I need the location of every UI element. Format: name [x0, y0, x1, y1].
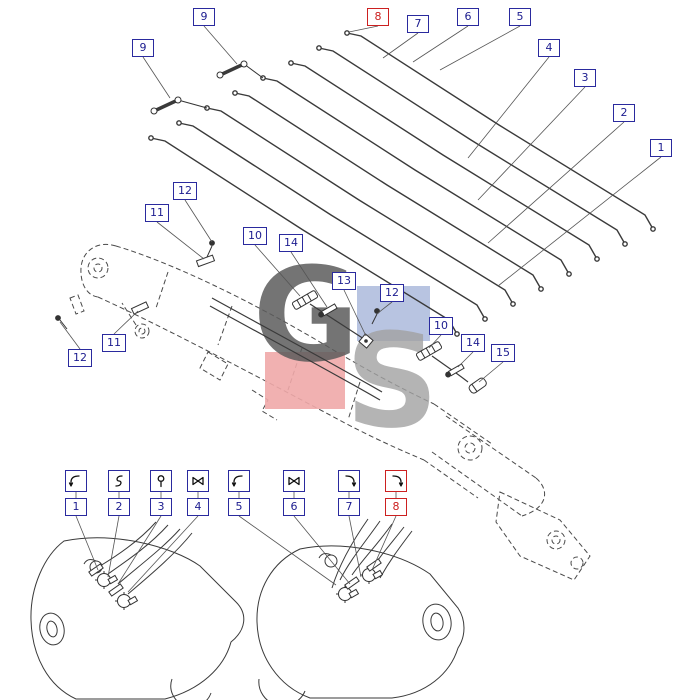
hook-left-icon[interactable]	[228, 470, 250, 492]
callout-14-c14a[interactable]: 14	[279, 234, 303, 252]
legend-label-7[interactable]: 7	[338, 498, 360, 516]
hook-right-icon[interactable]	[385, 470, 407, 492]
callout-7-c7[interactable]: 7	[407, 15, 429, 33]
callout-9-c9b[interactable]: 9	[132, 39, 154, 57]
leader-lines	[59, 25, 662, 593]
legend-label-3[interactable]: 3	[150, 498, 172, 516]
legend-label-4[interactable]: 4	[187, 498, 209, 516]
hook-right-icon[interactable]	[338, 470, 360, 492]
callout-5-c5[interactable]: 5	[509, 8, 531, 26]
s-curl-icon[interactable]	[108, 470, 130, 492]
callout-11-c11b[interactable]: 11	[102, 334, 126, 352]
valve-icon[interactable]	[187, 470, 209, 492]
small-parts	[55, 60, 487, 394]
legend-label-6[interactable]: 6	[283, 498, 305, 516]
watermark-letter-bottom: S	[345, 305, 439, 457]
tube-lines	[148, 30, 656, 337]
callout-12-c12b[interactable]: 12	[380, 284, 404, 302]
boom-outline	[69, 244, 591, 581]
legend-label-2[interactable]: 2	[108, 498, 130, 516]
legend-label-8[interactable]: 8	[385, 498, 407, 516]
callout-4-c4[interactable]: 4	[538, 39, 560, 57]
callout-11-c11a[interactable]: 11	[145, 204, 169, 222]
highlight-red-region	[265, 352, 345, 409]
callout-10-c10b[interactable]: 10	[429, 317, 453, 335]
callout-3-c3[interactable]: 3	[574, 69, 596, 87]
callout-9-c9a[interactable]: 9	[193, 8, 215, 26]
callout-8-c8[interactable]: 8	[367, 8, 389, 26]
callout-2-c2[interactable]: 2	[613, 104, 635, 122]
callout-13-c13[interactable]: 13	[332, 272, 356, 290]
hose-bolts	[88, 558, 384, 610]
hook-left-icon[interactable]	[65, 470, 87, 492]
callout-15-c15[interactable]: 15	[491, 344, 515, 362]
callout-1-c1[interactable]: 1	[650, 139, 672, 157]
callout-12-c12a[interactable]: 12	[173, 182, 197, 200]
loop-icon[interactable]	[150, 470, 172, 492]
legend-label-1[interactable]: 1	[65, 498, 87, 516]
valve-icon[interactable]	[283, 470, 305, 492]
callout-10-c10a[interactable]: 10	[243, 227, 267, 245]
callout-14-c14b[interactable]: 14	[461, 334, 485, 352]
legend-label-5[interactable]: 5	[228, 498, 250, 516]
callout-12-c12c[interactable]: 12	[68, 349, 92, 367]
watermark-letter-top: G	[253, 239, 360, 391]
callout-6-c6[interactable]: 6	[457, 8, 479, 26]
